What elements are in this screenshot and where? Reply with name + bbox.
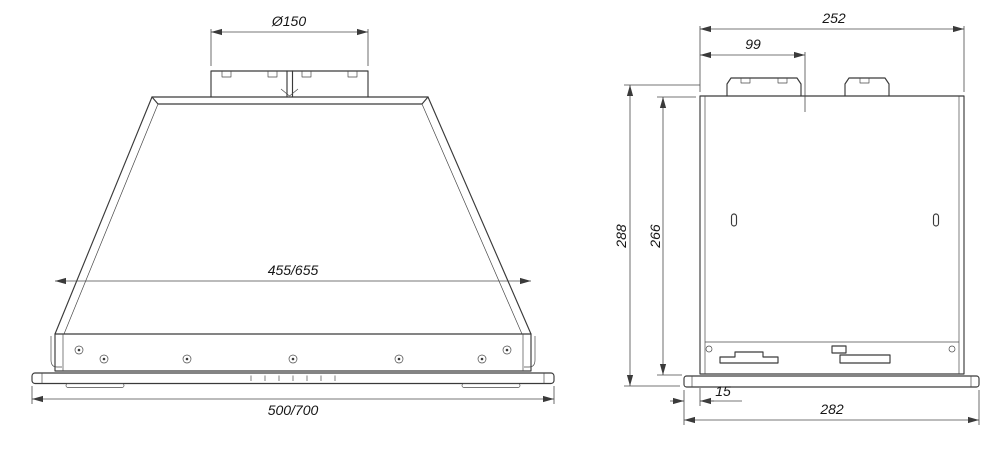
dim-label-overall-height: 288 — [613, 224, 629, 249]
dim-label-body-width: 455/655 — [268, 262, 319, 278]
dim-duct-diameter: Ø150 — [210, 13, 369, 66]
mounting-keyholes — [730, 213, 940, 227]
dim-label-depth: 252 — [821, 10, 846, 26]
dim-label-body-height: 266 — [647, 224, 663, 249]
hood-base-front — [31, 333, 555, 388]
dim-overall-height: 288 — [613, 84, 700, 387]
duct-collar-front — [210, 70, 369, 98]
dim-depth: 252 — [699, 10, 965, 92]
hood-canopy — [54, 96, 532, 335]
dim-label-overall-width: 500/700 — [268, 402, 319, 418]
dim-overall-width: 500/700 — [31, 386, 555, 418]
front-view: Ø150 455/655 500/700 — [31, 13, 555, 418]
dim-duct-offset: 99 — [700, 36, 806, 112]
duct-collar-side — [726, 77, 890, 97]
dim-base-depth: 282 — [684, 390, 980, 425]
dim-label-duct-offset: 99 — [745, 36, 761, 52]
dim-label-base-front-lip: 15 — [715, 383, 731, 399]
hood-body-side — [699, 95, 965, 375]
side-view: 252 99 288 266 15 — [613, 10, 980, 425]
base-slots — [705, 345, 956, 364]
dim-body-width: 455/655 — [55, 262, 531, 285]
base-plate-side — [683, 375, 980, 388]
screw-marks — [74, 345, 512, 364]
base-plate-front — [31, 372, 555, 388]
dim-base-front-lip: 15 — [670, 383, 742, 425]
dim-body-height: 266 — [647, 96, 696, 376]
dim-label-duct-diameter: Ø150 — [271, 13, 306, 29]
dim-label-base-depth: 282 — [819, 401, 844, 417]
